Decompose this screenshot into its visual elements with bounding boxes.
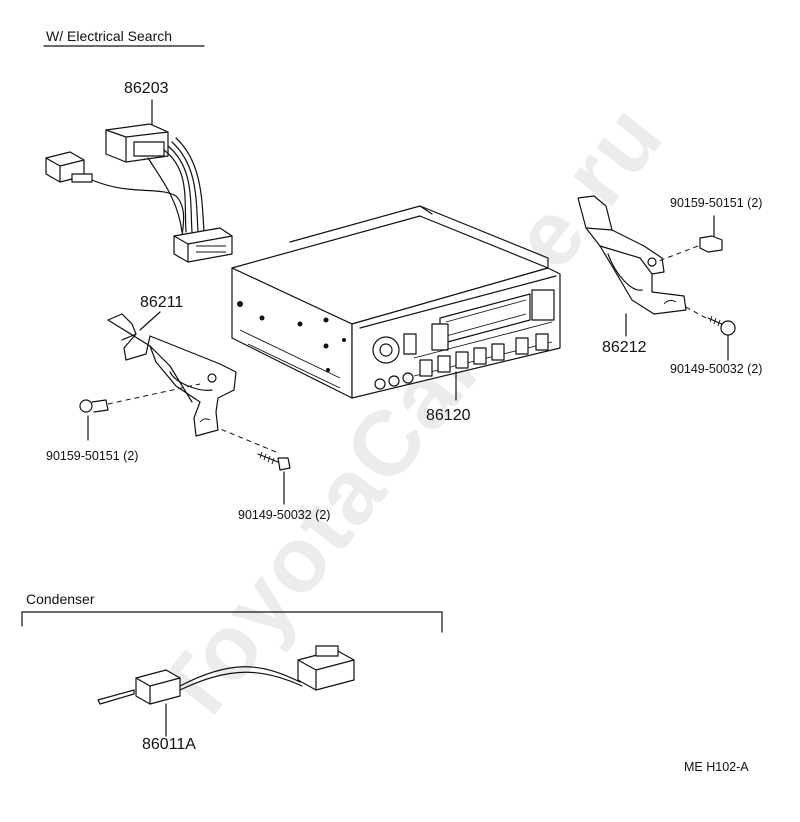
part-label-86011A: 86011A xyxy=(142,736,196,753)
part-label-86120: 86120 xyxy=(426,407,471,424)
screw-left-drawing xyxy=(79,383,201,441)
figure-code: ME H102-A xyxy=(684,760,749,774)
part-label-86212: 86212 xyxy=(602,339,647,356)
section-title: W/ Electrical Search xyxy=(46,28,173,44)
fastener-label-right-screw: 90159-50151 (2) xyxy=(670,196,763,210)
fastener-label-right-tapping: 90149-50032 (2) xyxy=(670,362,763,376)
tapping-screw-left-drawing xyxy=(217,427,291,505)
condenser-86011A-drawing xyxy=(97,645,355,737)
condenser-section-title: Condenser xyxy=(26,591,95,607)
harness-86203-drawing xyxy=(45,99,233,263)
radio-86120-drawing xyxy=(231,205,561,401)
screw-right-drawing xyxy=(655,215,723,263)
tapping-screw-right-drawing xyxy=(683,305,736,361)
bracket-86211-drawing xyxy=(107,311,237,437)
fastener-label-left-screw: 90159-50151 (2) xyxy=(46,449,139,463)
fastener-label-left-tapping: 90149-50032 (2) xyxy=(238,508,331,522)
bracket-86212-drawing xyxy=(577,195,687,337)
condenser-bracket-line xyxy=(21,611,443,633)
part-label-86211: 86211 xyxy=(140,294,184,311)
part-label-86203: 86203 xyxy=(124,80,169,97)
